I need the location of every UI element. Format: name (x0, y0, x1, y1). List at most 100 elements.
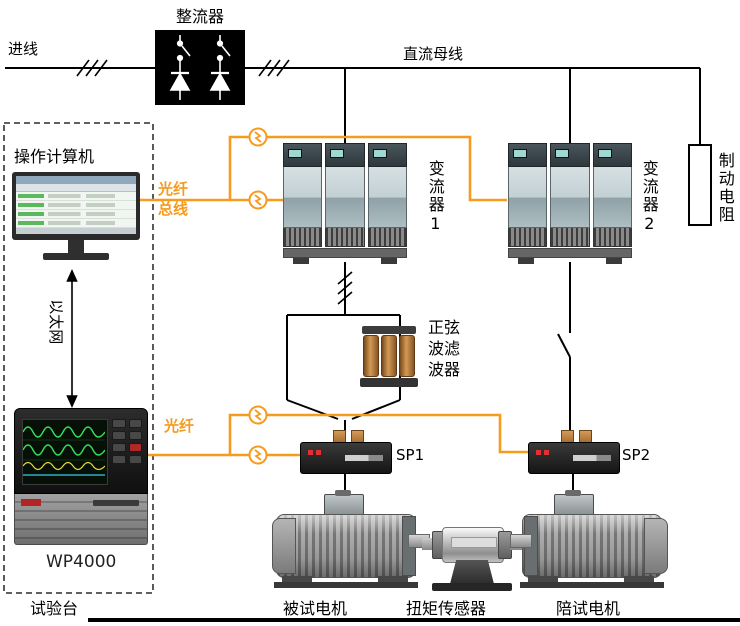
torque-sensor-assembly (422, 512, 522, 592)
sine-filter-inductor (360, 326, 418, 387)
waveform-display (22, 426, 106, 476)
module-display (288, 149, 302, 158)
key-button (128, 431, 142, 440)
filter-bottom-plate (360, 378, 418, 387)
cabinet-feet (283, 258, 407, 264)
module-display (555, 149, 570, 158)
status-led (308, 450, 313, 455)
app-row (16, 192, 136, 201)
app-row (16, 210, 136, 219)
braking-resistor-symbol (688, 144, 712, 226)
status-led (544, 450, 549, 455)
monitor-stand (68, 240, 84, 253)
operator-computer-monitor (12, 172, 140, 260)
key-button (112, 419, 126, 428)
torque-sensor-label: 扭矩传感器 (406, 599, 487, 618)
waveform-screen (22, 419, 108, 485)
analyzer-keys (112, 419, 142, 483)
app-row (16, 201, 136, 210)
braking-resistor-label: 制动电阻 (715, 152, 735, 224)
motor-under-test-label: 被试电机 (283, 599, 348, 618)
converter1-cabinet (283, 143, 407, 264)
motor-foot (624, 576, 654, 584)
test-bench-label: 试验台 (30, 599, 79, 618)
app-statusbar (16, 228, 136, 234)
filter-coils (360, 334, 418, 378)
converter2-cabinet (508, 143, 632, 264)
converter2-output-line (557, 262, 571, 443)
sp-nameplate (345, 455, 383, 461)
key-button (128, 455, 142, 464)
sp2-transducer (528, 430, 620, 474)
sp1-label: SP1 (396, 446, 425, 464)
converter-module (592, 143, 632, 247)
motor-baseplate (520, 582, 664, 588)
operator-computer-label: 操作计算机 (14, 147, 95, 166)
status-led (316, 450, 321, 455)
module-display (330, 149, 345, 158)
heatsink-fins (508, 228, 548, 247)
incoming-line-label: 进线 (8, 40, 39, 58)
sp2-label: SP2 (622, 446, 651, 464)
converter-module (283, 143, 323, 247)
key-button (112, 431, 126, 440)
module-display (597, 149, 612, 158)
coil (399, 335, 415, 377)
key-button (128, 443, 142, 452)
cabinet-base (508, 248, 632, 258)
monitor-base (43, 253, 109, 260)
fan-cowl (644, 518, 668, 574)
ethernet-label: 以太网 (46, 299, 65, 345)
heatsink-fins (283, 228, 323, 247)
wp4000-label: WP4000 (46, 552, 117, 572)
key-button (112, 455, 126, 464)
load-motor-label: 陪试电机 (556, 599, 621, 618)
heatsink-fins (325, 228, 365, 247)
motor-shaft (510, 534, 532, 548)
heatsink-fins (550, 228, 590, 247)
analyzer-front-panel (14, 408, 148, 494)
app-row (16, 219, 136, 228)
module-display (513, 149, 527, 158)
motor-baseplate (274, 582, 418, 588)
motor-body (276, 514, 416, 578)
load-motor (510, 490, 668, 590)
converter-module (550, 143, 590, 247)
heatsink-fins (592, 228, 632, 247)
converter-modules (283, 143, 407, 247)
fiber-label: 光纤 (164, 417, 195, 435)
converter-module (325, 143, 365, 247)
motor-foot (528, 576, 558, 584)
cabinet-base (283, 248, 407, 258)
sp-nameplate (573, 455, 611, 461)
dc-bus-label: 直流母线 (403, 45, 464, 63)
motor-foot (378, 576, 408, 584)
brand-badge (21, 499, 41, 506)
sensor-pedestal (450, 560, 494, 584)
ethernet-arrow (66, 269, 78, 408)
sp-housing (528, 442, 620, 474)
fiber-bus-label: 光纤总线 (158, 180, 189, 218)
test-bench-dashed-frame (3, 122, 154, 594)
filter-top-plate (362, 326, 416, 334)
converter1-label: 变流器1 (425, 160, 445, 235)
monitor-screen (12, 172, 140, 240)
dc-bus-lines (5, 67, 701, 145)
sensor-label-band (451, 537, 497, 548)
sp-housing (300, 442, 392, 474)
motor-foot (282, 576, 312, 584)
sine-filter-label: 正弦波滤波器 (428, 318, 461, 379)
converter2-label: 变流器2 (639, 160, 659, 235)
sp1-transducer (300, 430, 392, 474)
vent-slot (93, 500, 139, 506)
coil (363, 335, 379, 377)
motor-body (522, 514, 662, 578)
key-button (112, 443, 126, 452)
coil (381, 335, 397, 377)
module-display (372, 149, 387, 158)
cabinet-feet (508, 258, 632, 264)
wp4000-analyzer (14, 408, 148, 545)
app-titlebar (16, 176, 136, 184)
